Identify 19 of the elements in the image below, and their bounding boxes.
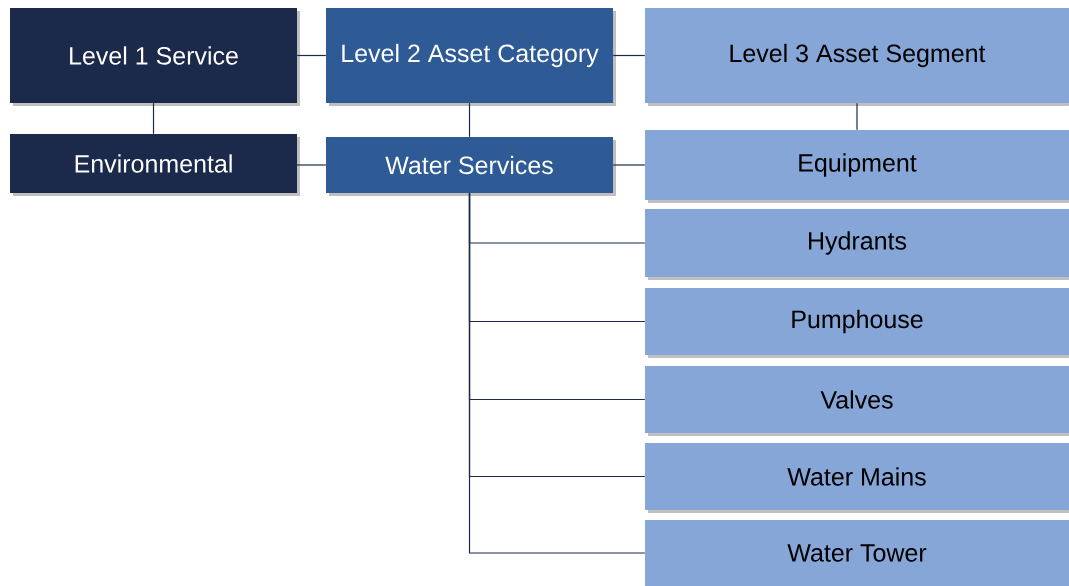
category-box: Level 2 Asset Category: [326, 8, 613, 103]
connector-line: [612, 54, 646, 57]
connector-line: [612, 164, 646, 166]
connector-line: [468, 192, 646, 554]
connector-line: [296, 54, 327, 57]
connector-line: [296, 164, 327, 166]
connector-line: [468, 102, 471, 138]
category-box: Water Services: [326, 137, 613, 193]
category-box: Water Mains: [645, 443, 1069, 510]
category-box: Environmental: [10, 134, 297, 193]
connector-line: [856, 102, 858, 131]
category-box: Level 1 Service: [10, 8, 297, 103]
category-box: Water Tower: [645, 520, 1069, 586]
category-box: Hydrants: [645, 209, 1069, 277]
category-box: Pumphouse: [645, 288, 1069, 355]
connector-line: [152, 102, 155, 135]
category-box: Equipment: [645, 130, 1069, 200]
category-box: Level 3 Asset Segment: [645, 8, 1069, 103]
category-box: Valves: [645, 366, 1069, 433]
